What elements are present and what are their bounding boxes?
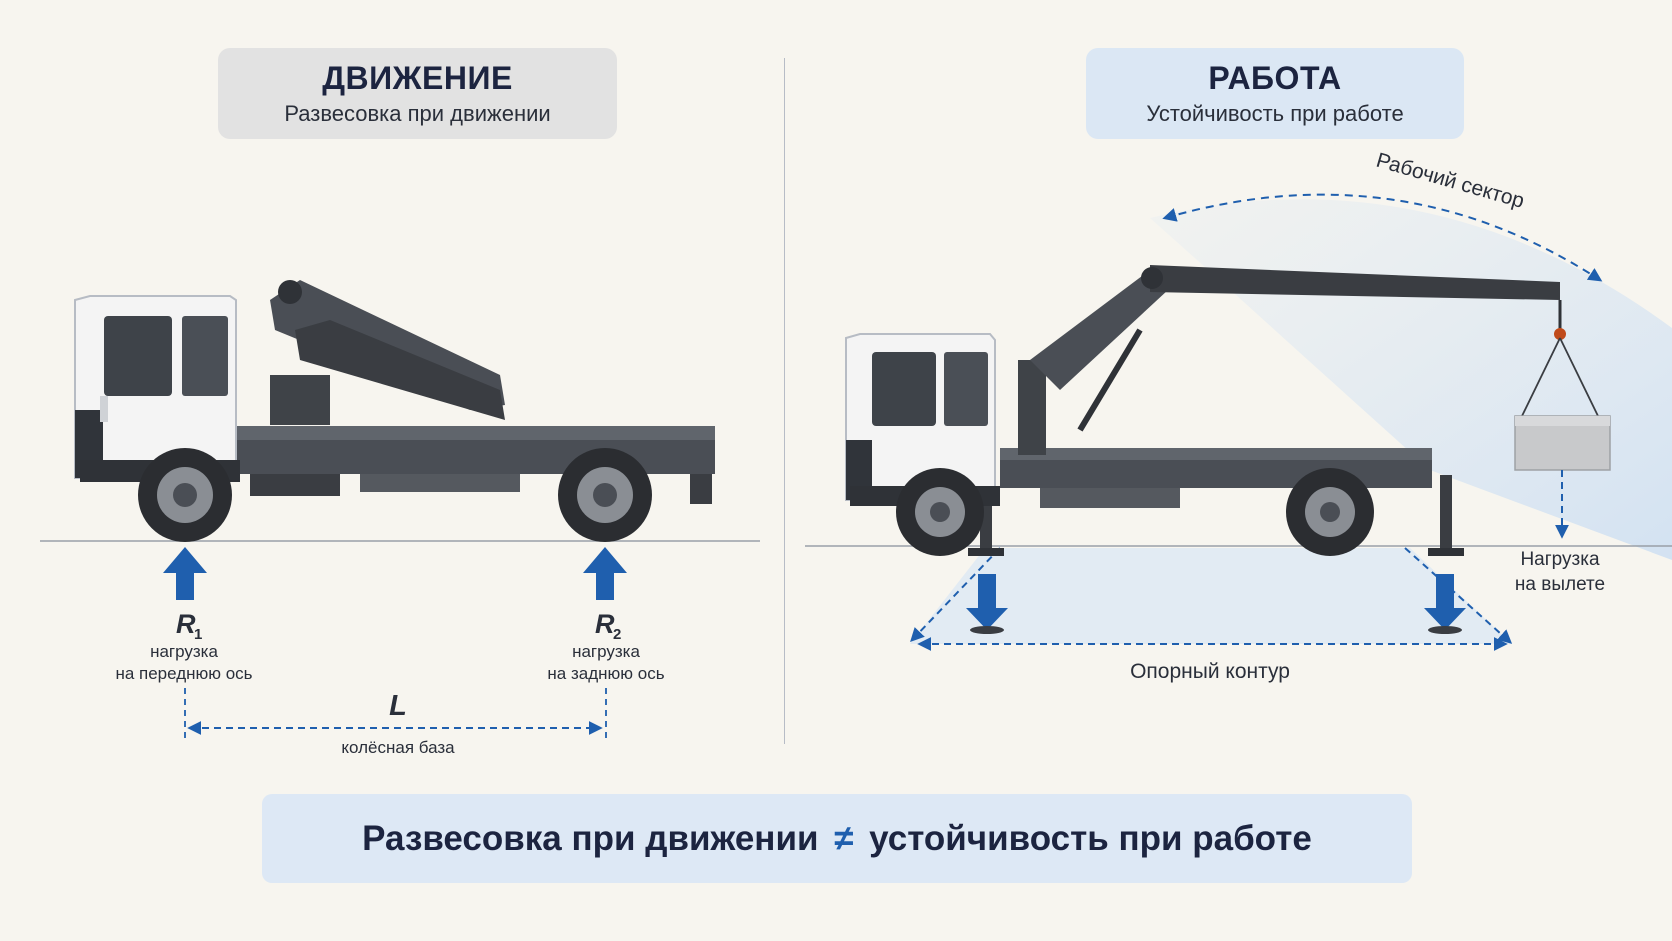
support-contour-label: Опорный контур	[1130, 660, 1290, 683]
r1-label-line1: нагрузка	[150, 642, 218, 661]
rear-support-arrow	[1424, 574, 1466, 634]
r2-index: 2	[613, 626, 621, 643]
front-support-arrow	[966, 574, 1008, 634]
load-at-reach-line2: на вылете	[1515, 574, 1605, 595]
movement-title-box: ДВИЖЕНИЕ Развесовка при движении	[218, 48, 617, 139]
wheelbase-label: колёсная база	[341, 738, 455, 757]
working-sector-arc	[1162, 193, 1603, 282]
truck-working	[845, 265, 1611, 556]
support-contour-area	[910, 548, 1512, 644]
work-subtitle: Устойчивость при работе	[1146, 101, 1404, 126]
summary-banner: Развесовка при движении ≠ устойчивость п…	[262, 794, 1412, 883]
not-equal-symbol: ≠	[834, 819, 854, 858]
movement-subtitle: Развесовка при движении	[284, 101, 551, 126]
movement-title: ДВИЖЕНИЕ	[322, 60, 513, 96]
working-sector-area	[1150, 199, 1672, 560]
r2-label-line1: нагрузка	[572, 642, 640, 661]
work-title-box: РАБОТА Устойчивость при работе	[1086, 48, 1464, 139]
working-sector-label: Рабочий сектор	[1374, 149, 1527, 213]
r1-index: 1	[194, 626, 202, 643]
summary-left-text: Развесовка при движении	[362, 819, 819, 858]
summary-right-text: устойчивость при работе	[869, 819, 1312, 858]
wheelbase-dimension	[184, 688, 607, 740]
rear-axle-load-arrow	[583, 547, 627, 600]
center-divider	[784, 58, 785, 744]
work-title: РАБОТА	[1208, 60, 1342, 96]
wheelbase-symbol: L	[389, 690, 407, 722]
r1-label-line2: на переднюю ось	[115, 664, 252, 683]
r2-label-line2: на заднюю ось	[547, 664, 664, 683]
load-at-reach-line1: Нагрузка	[1520, 549, 1600, 570]
r2-symbol: R	[595, 609, 615, 639]
r1-symbol: R	[176, 609, 196, 639]
support-contour-outline	[910, 547, 1513, 651]
truck-transport	[74, 280, 715, 542]
front-axle-load-arrow	[163, 547, 207, 600]
